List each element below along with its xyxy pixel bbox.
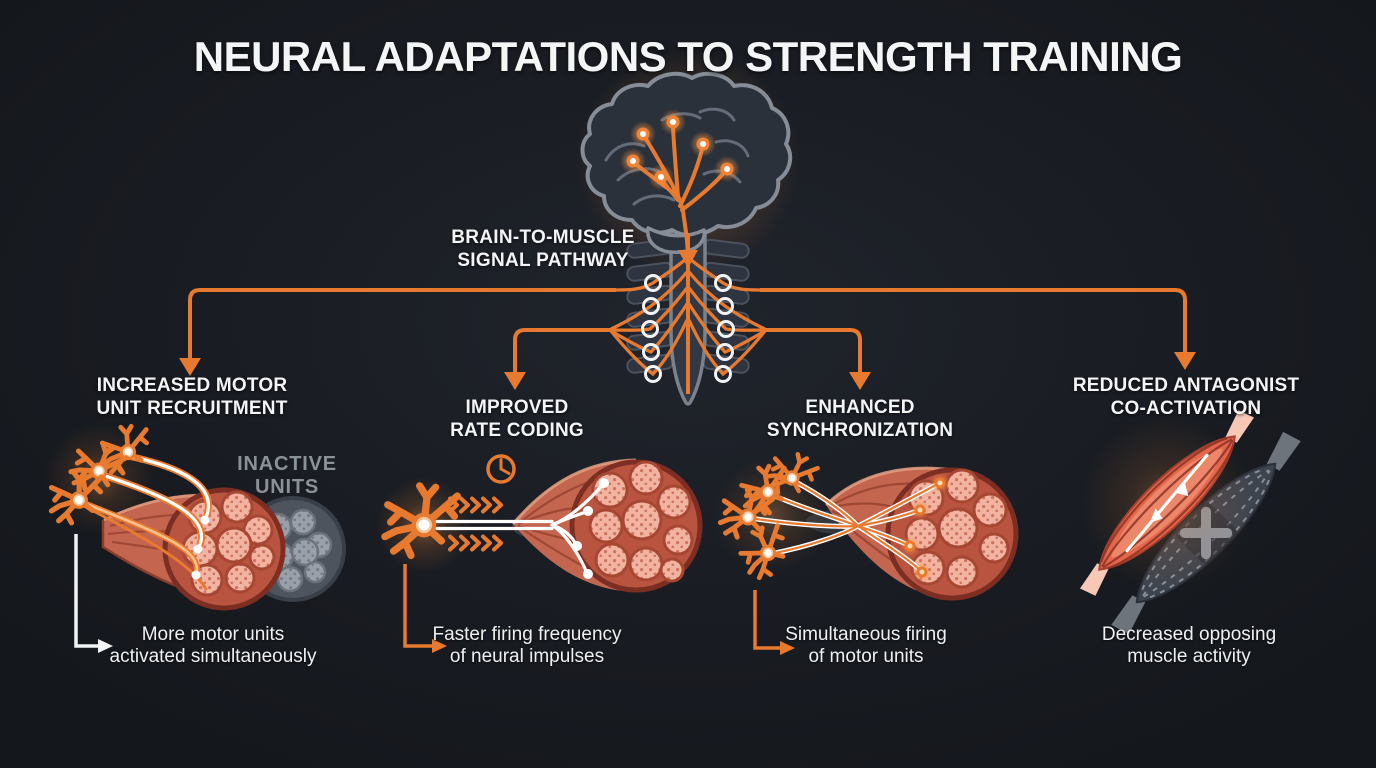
panel4-illustration [1079,410,1301,635]
pathway-label-line2: SIGNAL PATHWAY [457,250,629,271]
panel3-caption-line1: Simultaneous firing [785,624,947,645]
brain-neural-tree [620,109,740,260]
panel3-caption-line2: of motor units [808,646,924,667]
panel2-heading-line1: IMPROVED [465,397,569,418]
panel3-axons [747,477,943,575]
panel4-heading-line1: REDUCED ANTAGONIST [1072,375,1300,396]
panel1-illustration [45,423,346,653]
panel4-heading: REDUCED ANTAGONIST CO-ACTIVATION [1073,374,1299,420]
panel2-caption-line1: Faster firing frequency [432,624,622,645]
active-muscle-bundle [101,487,286,611]
panel4-caption: Decreased opposing muscle activity [1102,624,1276,668]
inactive-units-line1: INACTIVE [237,453,337,475]
panel1-axons [76,452,212,591]
panel1-caption: More motor units activated simultaneousl… [110,624,317,668]
branch-arrow-panel4 [760,288,1196,370]
panel2-caption-line2: of neural impulses [449,646,605,667]
pathway-label: BRAIN-TO-MUSCLE SIGNAL PATHWAY [451,226,635,272]
panel1-heading-line1: INCREASED MOTOR [96,375,288,396]
panel1-heading: INCREASED MOTOR UNIT RECRUITMENT [96,374,287,420]
panel2-caption: Faster firing frequency of neural impuls… [432,624,621,668]
branch-arrow-panel3 [765,328,871,390]
inactive-units-line2: UNITS [255,476,319,498]
panel2-muscle [511,458,703,593]
branch-arrow-panel1 [179,288,616,376]
pathway-label-line1: BRAIN-TO-MUSCLE [451,227,635,248]
panel4-caption-line2: muscle activity [1127,646,1251,667]
panel3-pointer-arrow [753,590,795,655]
panel3-heading-line1: ENHANCED [805,397,915,418]
agonist-muscle [1079,410,1255,596]
panel2-illustration [376,454,703,653]
panel1-caption-line2: activated simultaneously [109,646,317,667]
panel3-synapse-dots [900,473,950,582]
spinal-signal-line [678,234,698,394]
panel4-heading-line2: CO-ACTIVATION [1110,398,1262,419]
branch-arrow-panel2 [504,328,611,390]
nerve-fibers [609,256,767,377]
panel4-caption-line1: Decreased opposing [1101,624,1277,645]
page-title: NEURAL ADAPTATIONS TO STRENGTH TRAINING [193,33,1183,80]
panel3-heading-line2: SYNCHRONIZATION [766,420,954,441]
panel1-caption-line1: More motor units [141,624,285,645]
panel3-heading: ENHANCED SYNCHRONIZATION [767,396,953,442]
panel3-caption: Simultaneous firing of motor units [785,624,947,668]
panel2-heading: IMPROVED RATE CODING [450,396,584,442]
inactive-units-label: INACTIVE UNITS [237,453,337,499]
panel3-illustration [714,447,1019,655]
panel2-pointer-arrow [403,564,447,653]
neural-endpoint-dots [620,109,740,190]
panel2-heading-line2: RATE CODING [450,420,584,441]
panel1-heading-line2: UNIT RECRUITMENT [96,398,288,419]
panel1-pointer-arrow [74,534,113,653]
clock-icon [486,454,516,484]
